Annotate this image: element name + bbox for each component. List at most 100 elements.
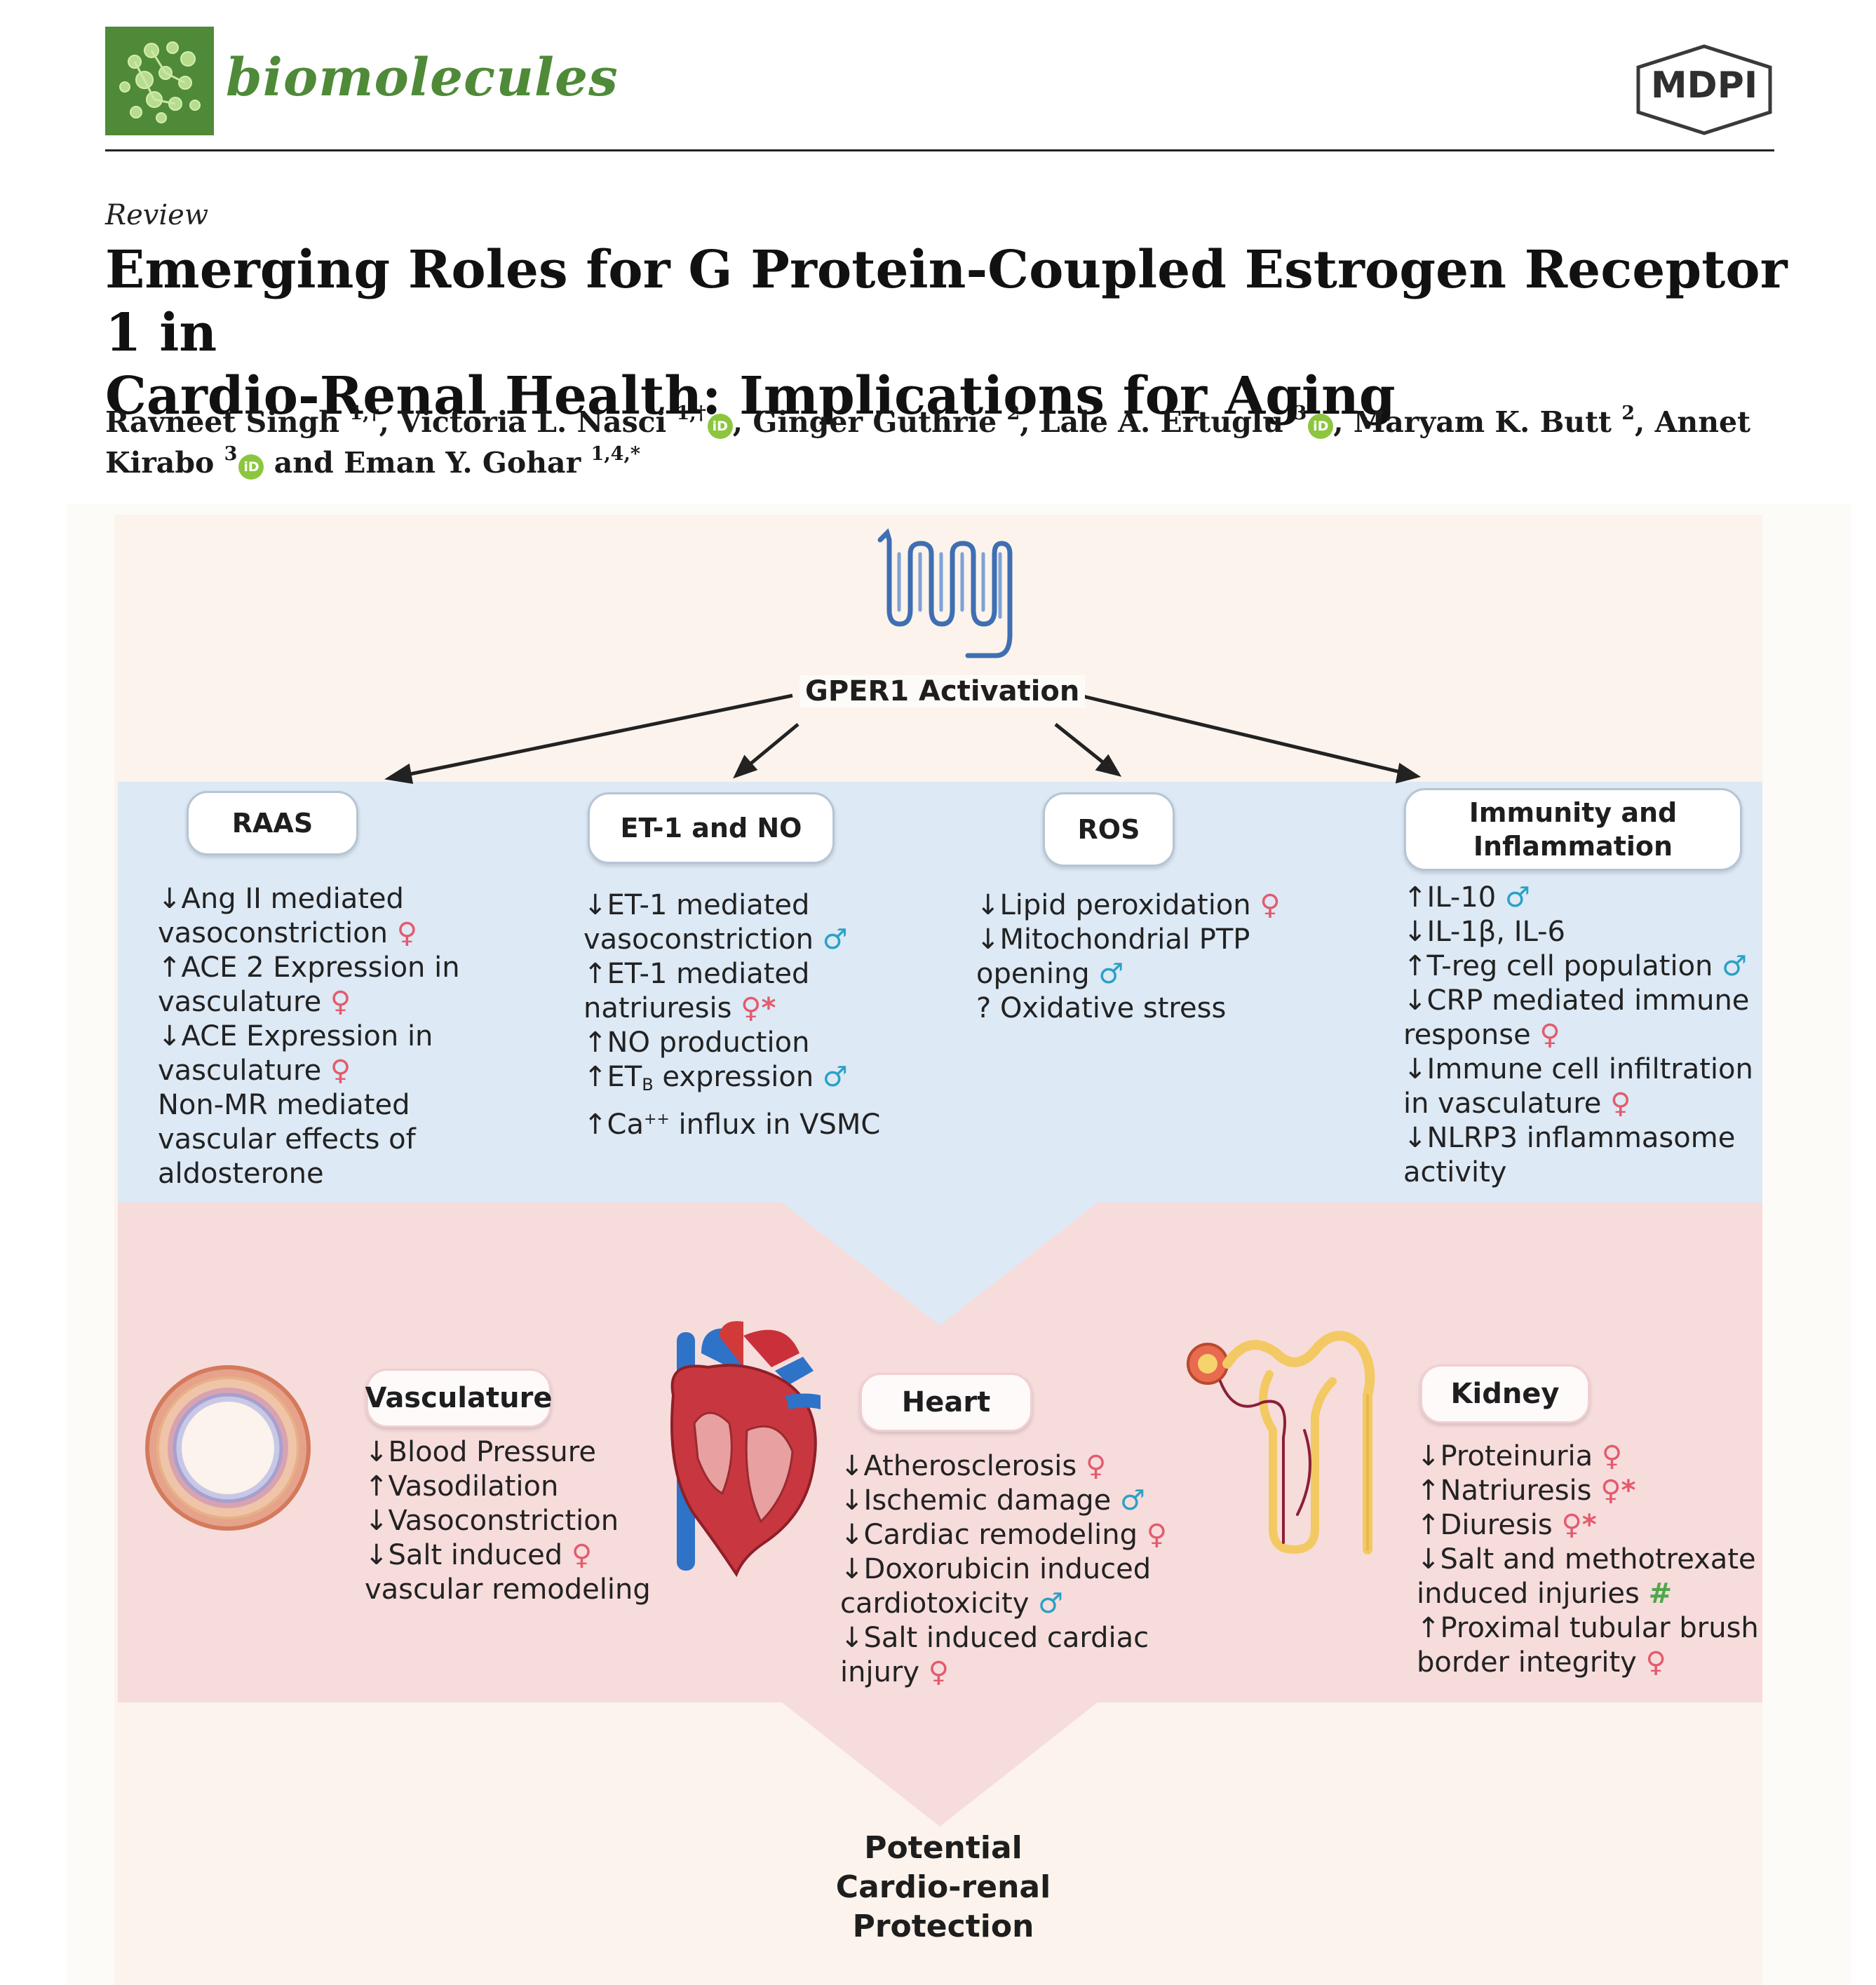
outcome-line: Protection — [852, 1909, 1034, 1944]
effect-line: vasoconstriction ♀ — [158, 916, 460, 951]
author-affiliation: 1,† — [676, 402, 706, 424]
kidney-label: Kidney — [1420, 1364, 1590, 1423]
effect-line: response ♀ — [1403, 1018, 1753, 1052]
effect-line: ↑Diuresis ♀* — [1417, 1508, 1759, 1543]
effect-text: ↓NLRP3 inflammasome — [1403, 1122, 1736, 1154]
effect-text: border integrity — [1417, 1646, 1646, 1679]
female-symbol-icon: ♀ — [396, 917, 418, 949]
author-separator: , — [379, 405, 400, 439]
author-separator: , — [1635, 405, 1655, 439]
female-symbol-icon: ♀ — [1601, 1440, 1623, 1472]
effect-text: activity — [1403, 1156, 1507, 1188]
orcid-icon[interactable]: iD — [707, 414, 733, 439]
effect-line: ↑IL-10 ♂ — [1403, 881, 1753, 915]
effect-text: opening — [976, 958, 1099, 990]
author-affiliation: 3 — [224, 443, 238, 465]
mdpi-hexagon-icon — [1636, 44, 1772, 135]
effect-line: activity — [1403, 1156, 1753, 1190]
effect-text: ↓ACE Expression in — [158, 1020, 433, 1052]
effect-text: response — [1403, 1019, 1540, 1051]
immunity-inflammation-label: Immunity and Inflammation — [1404, 788, 1742, 871]
effect-text: ↑ET — [583, 1061, 642, 1093]
effect-text: vasoconstriction — [583, 923, 823, 956]
activation-arrows — [384, 693, 1422, 785]
male-symbol-icon: ♂ — [1722, 950, 1747, 982]
male-symbol-icon: ♂ — [1038, 1587, 1063, 1620]
author-affiliation: 1,† — [349, 402, 379, 424]
title-line: Emerging Roles for G Protein-Coupled Est… — [105, 240, 1788, 363]
hash-marker: # — [1648, 1578, 1673, 1610]
effect-line: aldosterone — [158, 1157, 460, 1191]
author-name[interactable]: Ravneet Singh — [105, 405, 350, 439]
label-line: Immunity and — [1469, 797, 1678, 828]
female-symbol-icon: ♀ — [571, 1539, 593, 1571]
effect-text: vasculature — [158, 986, 330, 1018]
female-symbol-icon: ♀ — [330, 1055, 351, 1087]
orcid-icon[interactable]: iD — [1308, 414, 1334, 439]
effect-text: ↑Ca — [583, 1109, 644, 1141]
effect-line: cardiotoxicity ♂ — [840, 1587, 1167, 1621]
effect-line: induced injuries # — [1417, 1577, 1759, 1611]
author-name[interactable]: Maryam K. Butt — [1353, 405, 1622, 439]
journal-logo — [105, 27, 214, 135]
gper1-activation-label: GPER1 Activation — [799, 675, 1086, 707]
female-symbol-icon: ♀ — [1260, 889, 1281, 921]
effect-line: ↓Vasoconstriction — [365, 1504, 651, 1538]
heart-effects-list: ↓Atherosclerosis ♀↓Ischemic damage ♂↓Car… — [840, 1449, 1167, 1690]
effect-text: ↑IL-10 — [1403, 881, 1505, 914]
effect-line: ↑NO production — [583, 1026, 880, 1060]
effect-line: ↓Lipid peroxidation ♀ — [976, 888, 1281, 923]
author-name[interactable]: Lale A. Ertuglu — [1039, 405, 1294, 439]
effect-line: in vasculature ♀ — [1403, 1087, 1753, 1121]
effect-text: ↑ACE 2 Expression in — [158, 951, 460, 984]
orcid-icon[interactable]: iD — [238, 454, 264, 480]
effect-line: injury ♀ — [840, 1655, 1167, 1690]
author-name[interactable]: Eman Y. Gohar — [344, 446, 591, 480]
author-name[interactable]: Ginger Guthrie — [753, 405, 1007, 439]
effect-line: vasculature ♀ — [158, 985, 460, 1019]
effect-line: natriuresis ♀* — [583, 991, 880, 1026]
panel-notch — [782, 1202, 1098, 1325]
et1-no-label: ET-1 and NO — [588, 792, 835, 864]
outcome-line: Cardio-renal — [835, 1869, 1051, 1905]
effect-line: opening ♂ — [976, 957, 1281, 991]
effect-line: Non-MR mediated — [158, 1088, 460, 1123]
effect-line: ↓CRP mediated immune — [1403, 984, 1753, 1018]
author-name[interactable]: Annet Kirabo — [105, 405, 1751, 480]
effect-line: ↑T-reg cell population ♂ — [1403, 949, 1753, 984]
effect-line: ↓ET-1 mediated — [583, 888, 880, 923]
author-name[interactable]: Victoria L. Nasci — [399, 405, 677, 439]
effect-text: ↓Salt induced cardiac — [840, 1622, 1149, 1654]
effect-line: ↑Vasodilation — [365, 1470, 651, 1504]
female-symbol-icon: ♀* — [741, 992, 776, 1024]
effect-text: injury — [840, 1656, 929, 1688]
effect-text: vascular remodeling — [365, 1573, 651, 1606]
vasculature-label: Vasculature — [365, 1369, 552, 1428]
effect-text: ↓CRP mediated immune — [1403, 984, 1750, 1017]
effect-line: vascular effects of — [158, 1123, 460, 1157]
effect-text: ↓Mitochondrial PTP — [976, 923, 1250, 956]
female-symbol-icon: ♀* — [1561, 1509, 1597, 1541]
effect-line: ↓Ischemic damage ♂ — [840, 1484, 1167, 1518]
effect-text: induced injuries — [1417, 1578, 1649, 1610]
effect-line: ↑ET-1 mediated — [583, 957, 880, 991]
effect-line: ↓NLRP3 inflammasome — [1403, 1121, 1753, 1156]
effect-text: aldosterone — [158, 1158, 324, 1190]
author-separator: , — [1020, 405, 1040, 439]
effect-text: ? Oxidative stress — [976, 992, 1227, 1024]
author-separator: , — [732, 405, 753, 439]
header-divider — [105, 149, 1774, 151]
effect-text: ↓ET-1 mediated — [583, 889, 810, 921]
heart-icon — [670, 1321, 821, 1578]
effect-text: ↑Natriuresis — [1417, 1475, 1601, 1507]
effect-text: influx in VSMC — [669, 1109, 881, 1141]
publisher-logo-text: MDPI — [1650, 65, 1758, 107]
effect-text: ↓IL-1β, IL-6 — [1403, 916, 1565, 948]
effect-line: ↑Ca++ influx in VSMC — [583, 1102, 880, 1142]
subscript: B — [642, 1075, 654, 1095]
female-symbol-icon: ♀ — [1085, 1450, 1107, 1482]
effect-text: ↓Ischemic damage — [840, 1484, 1120, 1517]
article-type: Review — [105, 199, 209, 231]
outcome-label: Potential Cardio-renal Protection — [785, 1829, 1101, 1946]
